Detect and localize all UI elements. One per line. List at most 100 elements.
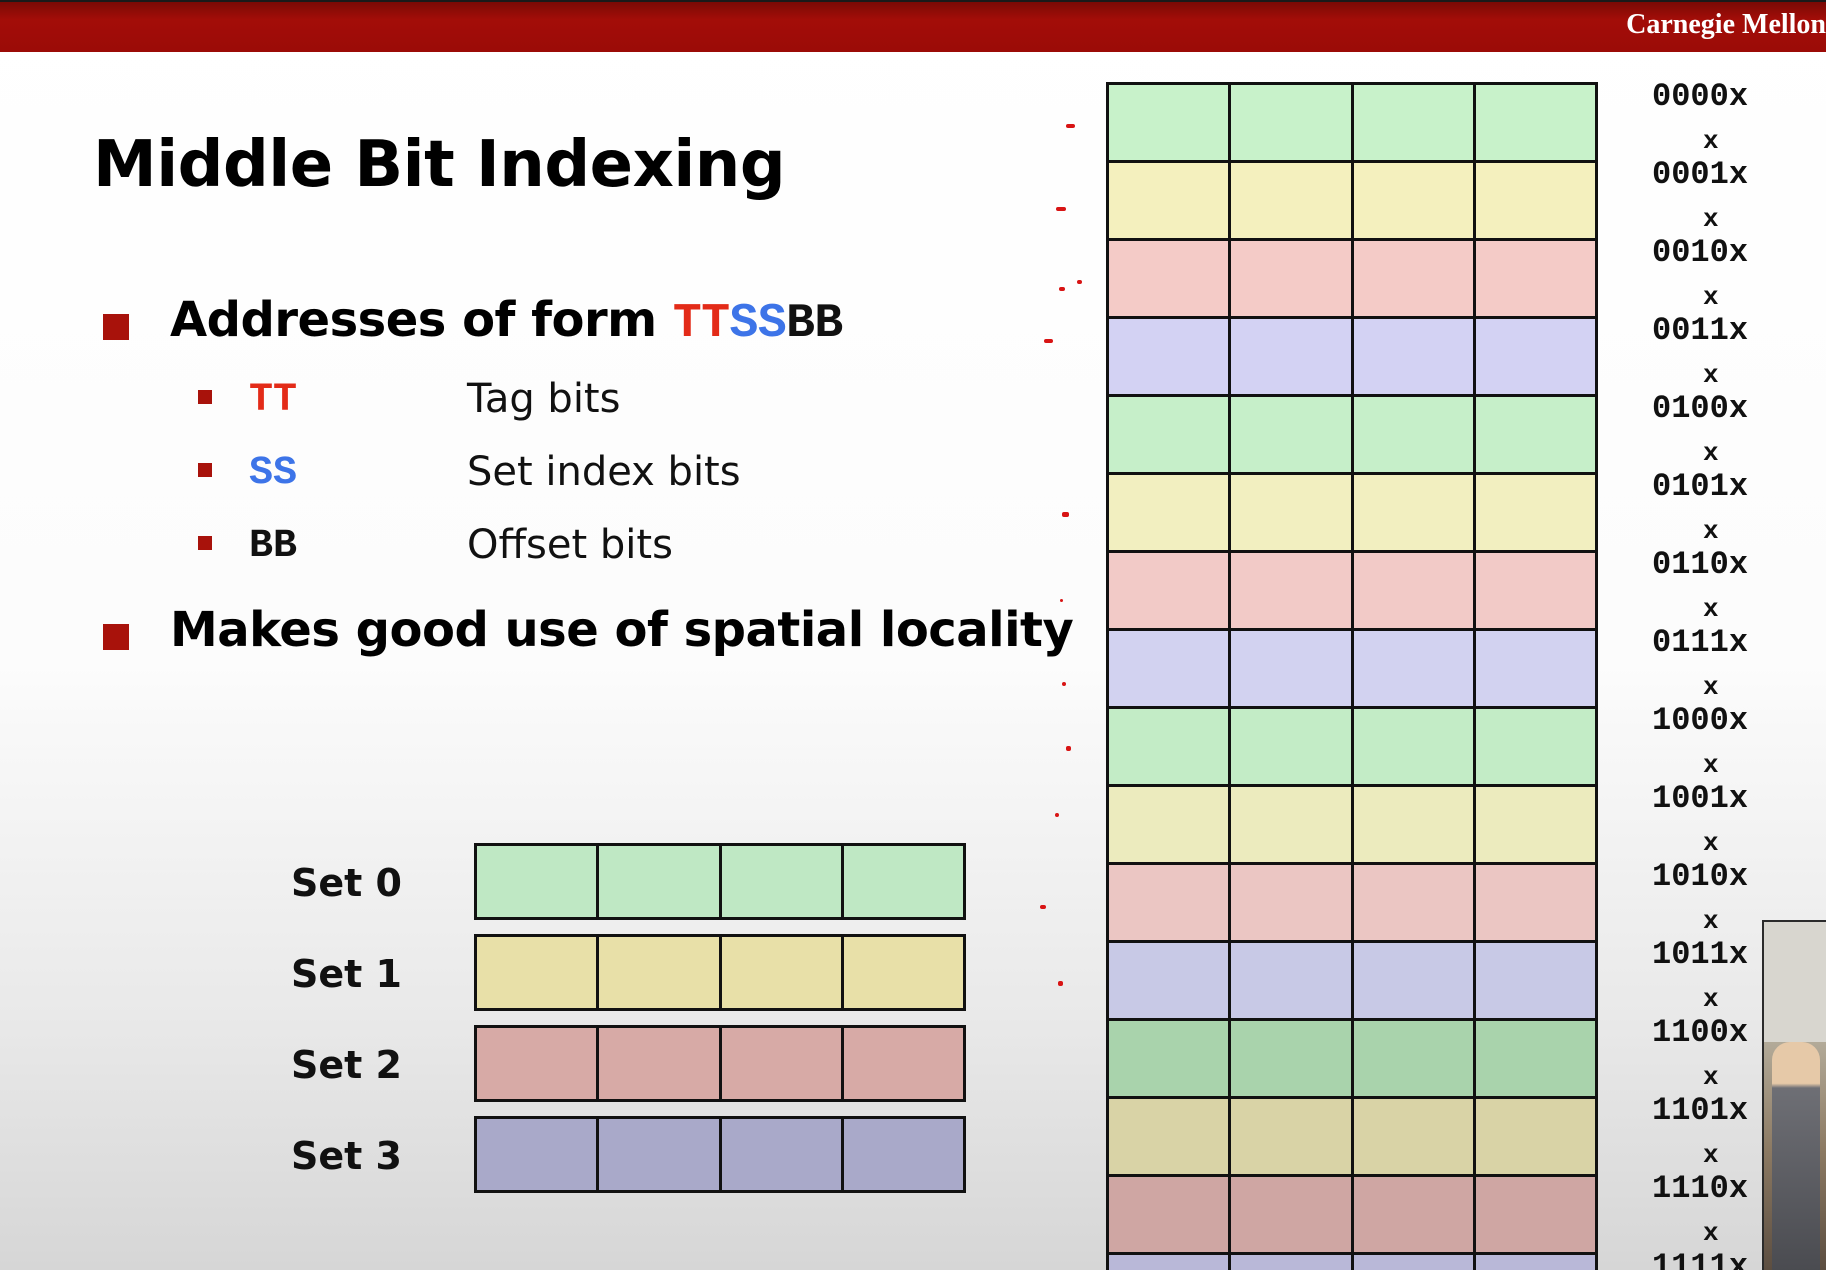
slide-title: Middle Bit Indexing [93,128,786,202]
memory-block [1109,787,1229,862]
cache-block [721,846,841,917]
memory-block [1353,787,1473,862]
annotation-mark [1066,746,1071,751]
address-x-mark: x [1703,828,1719,858]
memory-block [1109,709,1229,784]
memory-block [1475,1255,1595,1270]
cache-set-row [474,934,966,1011]
cache-block [843,1119,963,1190]
memory-block [1475,241,1595,316]
memory-block-row [1109,865,1595,940]
memory-block [1109,319,1229,394]
cache-block [599,937,719,1008]
cache-set-row [474,843,966,920]
memory-block-row [1109,163,1595,238]
memory-block [1231,787,1351,862]
memory-address-label: 1001x [1652,780,1749,817]
annotation-mark [1040,905,1046,909]
annotation-mark [1066,124,1075,128]
sub-desc-offset: Offset bits [467,522,673,568]
bullet-prefix: Addresses of form [170,292,673,348]
memory-address-label: 0110x [1652,546,1749,583]
memory-block-row [1109,1255,1595,1270]
memory-block [1475,787,1595,862]
memory-block-row [1109,631,1595,706]
address-x-mark: x [1703,126,1719,156]
cache-set-row [474,1116,966,1193]
address-x-mark: x [1703,672,1719,702]
memory-block [1475,865,1595,940]
memory-block [1231,163,1351,238]
memory-block [1475,709,1595,784]
memory-block [1109,475,1229,550]
memory-block [1231,1099,1351,1174]
cache-block [843,937,963,1008]
memory-address-label: 0101x [1652,468,1749,505]
memory-block [1353,1021,1473,1096]
memory-block [1475,943,1595,1018]
memory-block [1353,943,1473,1018]
memory-block-row [1109,475,1595,550]
memory-address-label: 0111x [1652,624,1749,661]
memory-block [1353,709,1473,784]
sub-code-set: SS [249,451,298,496]
cache-block [599,846,719,917]
memory-block [1231,319,1351,394]
cache-block [721,1028,841,1099]
brand-logo-text: Carnegie Mellon [1626,9,1826,40]
memory-block [1109,1021,1229,1096]
memory-address-label: 1110x [1652,1170,1749,1207]
memory-block [1475,631,1595,706]
memory-block-row [1109,1177,1595,1252]
memory-block [1109,1255,1229,1270]
memory-block [1231,397,1351,472]
memory-block-row [1109,1099,1595,1174]
memory-block [1231,943,1351,1018]
memory-address-label: 0000x [1652,78,1749,115]
cache-block [721,937,841,1008]
form-tag: TT [672,297,730,351]
address-x-mark: x [1703,282,1719,312]
cache-block [477,1119,597,1190]
memory-block [1475,553,1595,628]
set-label: Set 1 [291,952,402,996]
memory-block [1231,631,1351,706]
header-bar: Carnegie Mellon [0,0,1826,52]
address-x-mark: x [1703,360,1719,390]
memory-block [1353,553,1473,628]
memory-block-row [1109,709,1595,784]
memory-block [1109,1099,1229,1174]
memory-address-label: 1010x [1652,858,1749,895]
memory-block [1109,865,1229,940]
memory-block [1231,85,1351,160]
memory-block-row [1109,943,1595,1018]
annotation-mark [1062,512,1069,517]
address-x-mark: x [1703,750,1719,780]
cache-block [599,1028,719,1099]
memory-block [1353,1255,1473,1270]
memory-block-row [1109,553,1595,628]
annotation-mark [1058,981,1063,986]
memory-address-label: 1100x [1652,1014,1749,1051]
memory-block [1109,241,1229,316]
memory-address-label: 1000x [1652,702,1749,739]
annotation-mark [1062,682,1066,686]
sub-bullet-square-icon [198,390,212,404]
memory-block [1231,553,1351,628]
memory-block [1353,85,1473,160]
cache-block [477,937,597,1008]
bullet-square-icon [103,624,129,650]
memory-block-row [1109,787,1595,862]
memory-block-row [1109,319,1595,394]
form-offset: BB [786,297,843,351]
sub-code-offset: BB [249,524,298,569]
memory-block [1109,397,1229,472]
memory-address-label: 1101x [1652,1092,1749,1129]
memory-block [1353,865,1473,940]
cache-block [599,1119,719,1190]
address-x-mark: x [1703,438,1719,468]
presenter-background [1764,922,1826,1042]
memory-block [1231,709,1351,784]
memory-address-label: 0001x [1652,156,1749,193]
